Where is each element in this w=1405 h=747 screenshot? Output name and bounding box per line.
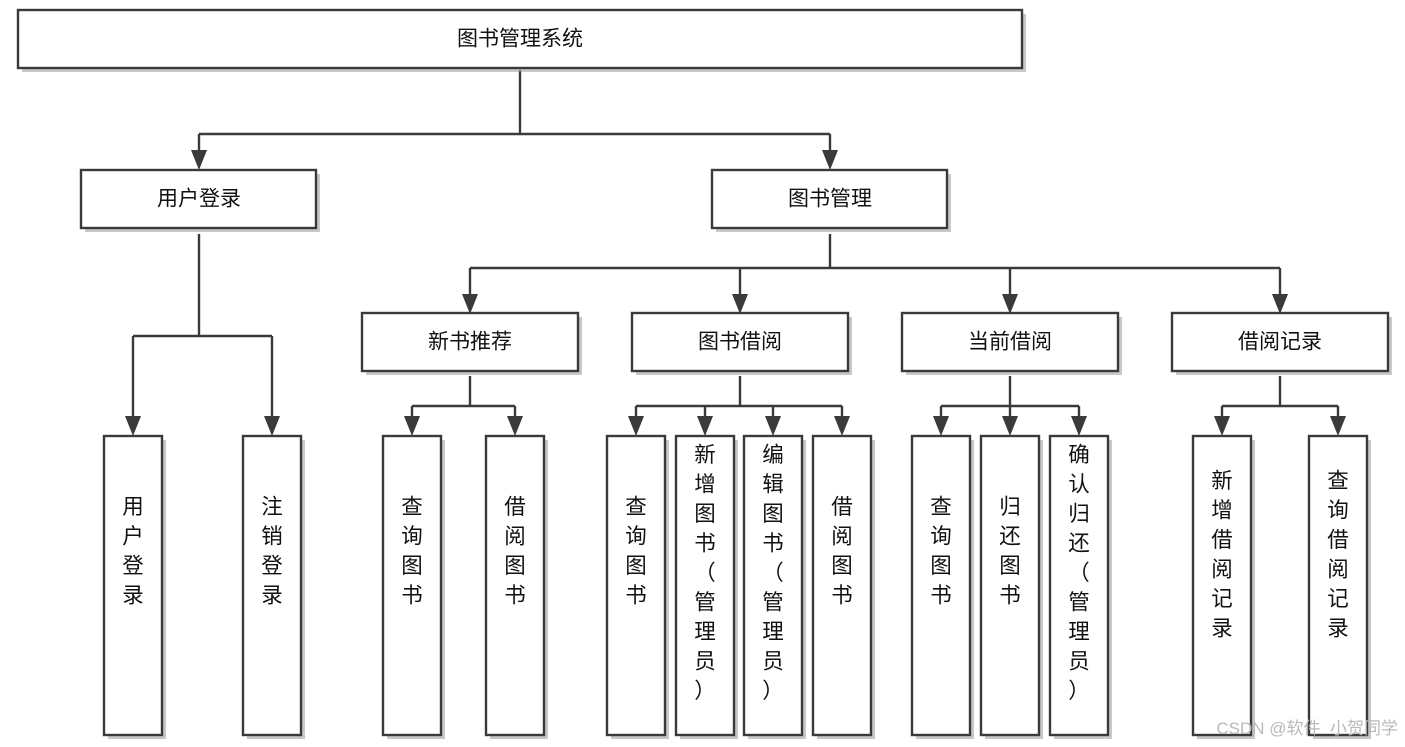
arrow-borrow-record: [1272, 294, 1288, 314]
node-leaf-add-record-label: 新增借阅记录: [1211, 469, 1233, 641]
node-leaf-confirm-return-label: 确认归还（管理员）: [1068, 443, 1090, 703]
arrow-leaf-confirm-return: [1071, 416, 1087, 436]
node-book-borrow-label: 图书借阅: [698, 331, 782, 354]
node-leaf-user-login-label: 用户登录: [122, 495, 144, 608]
node-new-book-rec-box: [360, 311, 580, 373]
node-leaf-confirm-return[interactable]: 确认归还（管理员）: [1048, 434, 1112, 739]
node-leaf-user-login-box: [102, 434, 164, 737]
node-leaf-query-record[interactable]: 查询借阅记录: [1307, 434, 1371, 739]
arrow-leaf-logout: [264, 416, 280, 436]
node-root[interactable]: 图书管理系统: [16, 8, 1026, 72]
node-leaf-query-book-1-box: [381, 434, 443, 737]
arrow-leaf-edit-book: [765, 416, 781, 436]
arrow-leaf-query-book-2: [628, 416, 644, 436]
arrow-leaf-add-record: [1214, 416, 1230, 436]
node-leaf-query-book-2-box: [605, 434, 667, 737]
node-user-login-box: [79, 168, 318, 230]
node-new-book-rec-label: 新书推荐: [428, 331, 512, 354]
arrow-book-manage: [822, 150, 838, 170]
node-book-manage[interactable]: 图书管理: [710, 168, 951, 232]
arrow-leaf-query-book-3: [933, 416, 949, 436]
node-leaf-add-record[interactable]: 新增借阅记录: [1191, 434, 1255, 739]
arrow-new-book-rec: [462, 294, 478, 314]
node-leaf-edit-book[interactable]: 编辑图书（管理员）: [742, 434, 806, 739]
node-book-borrow-box: [630, 311, 850, 373]
node-borrow-record[interactable]: 借阅记录: [1170, 311, 1392, 375]
node-current-borrow[interactable]: 当前借阅: [900, 311, 1122, 375]
node-leaf-query-record-label: 查询借阅记录: [1327, 469, 1349, 641]
node-current-borrow-box: [900, 311, 1120, 373]
node-root-box: [16, 8, 1024, 70]
node-leaf-query-book-2[interactable]: 查询图书: [605, 434, 669, 739]
node-borrow-record-label: 借阅记录: [1238, 331, 1322, 354]
arrow-leaf-return-book: [1002, 416, 1018, 436]
arrow-user-login: [191, 150, 207, 170]
arrow-current-borrow: [1002, 294, 1018, 314]
node-leaf-user-login[interactable]: 用户登录: [102, 434, 166, 739]
arrow-leaf-query-book-1: [404, 416, 420, 436]
node-leaf-return-book-label: 归还图书: [999, 495, 1021, 608]
node-leaf-borrow-book-1[interactable]: 借阅图书: [484, 434, 548, 739]
node-leaf-add-record-box: [1191, 434, 1253, 737]
arrow-leaf-borrow-book-1: [507, 416, 523, 436]
node-leaf-logout-label: 注销登录: [261, 495, 283, 608]
node-root-label: 图书管理系统: [457, 28, 583, 51]
node-leaf-query-book-3-box: [910, 434, 972, 737]
node-current-borrow-label: 当前借阅: [968, 331, 1052, 354]
node-leaf-add-book[interactable]: 新增图书（管理员）: [674, 434, 738, 739]
node-leaf-borrow-book-2-box: [811, 434, 873, 737]
node-leaf-add-book-box: [674, 434, 736, 737]
node-leaf-query-book-3[interactable]: 查询图书: [910, 434, 974, 739]
node-leaf-return-book[interactable]: 归还图书: [979, 434, 1043, 739]
arrow-leaf-user-login: [125, 416, 141, 436]
arrow-leaf-query-record: [1330, 416, 1346, 436]
node-new-book-rec[interactable]: 新书推荐: [360, 311, 582, 375]
node-leaf-borrow-book-1-box: [484, 434, 546, 737]
node-book-manage-label: 图书管理: [788, 188, 872, 211]
node-leaf-return-book-box: [979, 434, 1041, 737]
arrow-book-borrow: [732, 294, 748, 314]
node-user-login-label: 用户登录: [157, 188, 241, 211]
node-borrow-record-box: [1170, 311, 1390, 373]
node-leaf-query-book-1-label: 查询图书: [401, 495, 423, 608]
node-leaf-confirm-return-box: [1048, 434, 1110, 737]
node-leaf-query-book-2-label: 查询图书: [625, 495, 647, 608]
node-leaf-borrow-book-1-label: 借阅图书: [504, 495, 526, 608]
node-leaf-logout-box: [241, 434, 303, 737]
node-leaf-borrow-book-2-label: 借阅图书: [831, 495, 853, 608]
node-leaf-query-book-1[interactable]: 查询图书: [381, 434, 445, 739]
node-book-borrow[interactable]: 图书借阅: [630, 311, 852, 375]
connectors-group: [125, 70, 1346, 436]
arrow-leaf-add-book: [697, 416, 713, 436]
node-leaf-query-record-box: [1307, 434, 1369, 737]
arrow-leaf-borrow-book-2: [834, 416, 850, 436]
node-user-login[interactable]: 用户登录: [79, 168, 320, 232]
node-book-manage-box: [710, 168, 949, 230]
node-leaf-edit-book-box: [742, 434, 804, 737]
node-leaf-query-book-3-label: 查询图书: [930, 495, 952, 608]
node-leaf-add-book-label: 新增图书（管理员）: [694, 443, 716, 703]
node-leaf-edit-book-label: 编辑图书（管理员）: [762, 443, 784, 703]
node-leaf-borrow-book-2[interactable]: 借阅图书: [811, 434, 875, 739]
node-leaf-logout[interactable]: 注销登录: [241, 434, 305, 739]
csdn-watermark: CSDN @软件_小贺同学: [1216, 719, 1398, 738]
